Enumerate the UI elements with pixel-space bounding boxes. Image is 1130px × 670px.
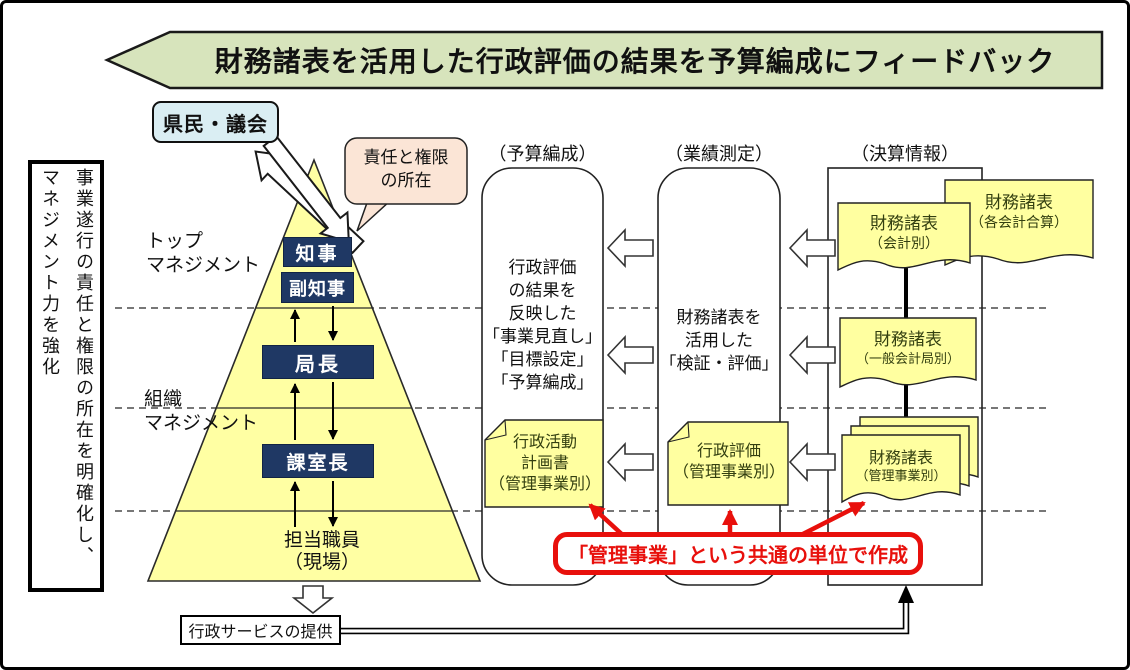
org-management-label: 組織 マネジメント (144, 388, 259, 434)
doc-merged-sub: （各会計合算） (970, 215, 1068, 231)
activity-plan-card-text: 行政活動 計画書 （管理事業別） (488, 432, 601, 493)
level-governor-box: 知事 (283, 237, 352, 267)
settlement-column-panel (827, 167, 983, 586)
performance-column-panel (657, 167, 781, 586)
doc-managed-project-title: 財務諸表 (868, 448, 933, 467)
staff-label: 担当職員 （現場） (283, 529, 360, 573)
service-provision-box: 行政サービスの提供 (180, 615, 341, 645)
managed-project-callout: 「管理事業」という共通の単位で作成 (553, 532, 923, 575)
doc-by-account-sub: （会計別） (869, 236, 939, 252)
top-management-label: トップ マネジメント (146, 230, 261, 276)
side-note-line1: 事業遂行の責任と権限の所在を明確化し、 (73, 168, 94, 567)
doc-by-account-shape (837, 202, 971, 272)
flow-arrow-icon (607, 336, 654, 374)
speech-bubble-shape (344, 137, 468, 232)
page-title: 財務諸表を活用した行政評価の結果を予算編成にフィードバック (214, 45, 1056, 78)
level-vice-governor-box: 副知事 (281, 272, 354, 303)
service-feedback-connector (340, 585, 914, 635)
budget-column-header: （予算編成） (488, 144, 597, 165)
doc-managed-front-shape (841, 434, 961, 504)
doc-managed-project-label: 財務諸表 （管理事業別） (842, 447, 960, 486)
side-note-text: 事業遂行の責任と権限の所在を明確化し、 マネジメント力を強化 (32, 168, 100, 572)
doc-general-bureau-sub: （一般会計局別） (855, 352, 960, 367)
doc-managed-project-sub: （管理事業別） (855, 469, 947, 484)
side-note-box: 事業遂行の責任と権限の所在を明確化し、 マネジメント力を強化 (28, 160, 104, 592)
doc-general-bureau-label: 財務諸表 （一般会計局別） (840, 330, 976, 369)
title-banner-arrow (103, 30, 1104, 90)
doc-general-bureau-shape (839, 317, 977, 389)
doc-general-bureau-title: 財務諸表 (874, 330, 942, 350)
doc-merged-title: 財務諸表 (985, 193, 1053, 213)
doc-by-account-title: 財務諸表 (870, 214, 938, 234)
doc-merged-label: 財務諸表 （各会計合算） (945, 193, 1093, 232)
pyramid-level-lines (175, 307, 453, 512)
admin-evaluation-card-text: 行政評価 （管理事業別） (672, 441, 785, 481)
performance-column-header: （業績測定） (665, 144, 773, 165)
service-down-arrow-icon (291, 585, 335, 615)
citizens-assembly-box: 県民・議会 (152, 101, 279, 143)
flow-arrow-icon (607, 229, 654, 267)
flow-arrow-icon (607, 443, 654, 481)
budget-column-body: 行政評価 の結果を 反映した 「事業見直し」 「目標設定」 「予算編成」 (483, 258, 602, 393)
level-bureau-chief-box: 局長 (262, 345, 374, 379)
document-shapes (837, 179, 1094, 504)
performance-column-body: 財務諸表を 活用した 「検証・評価」 (659, 308, 779, 374)
admin-evaluation-card-shape (667, 421, 789, 506)
doc-by-account-label: 財務諸表 （会計別） (838, 214, 970, 253)
level-section-chief-box: 課室長 (262, 444, 374, 478)
settlement-column-header: （決算情報） (851, 144, 959, 165)
hierarchy-flow-arrows (290, 306, 338, 527)
responsibility-bubble-text: 責任と権限 の所在 (363, 148, 449, 191)
card-shapes (484, 419, 789, 508)
activity-plan-card-shape (484, 419, 604, 508)
side-note-line2: マネジメント力を強化 (39, 168, 60, 378)
